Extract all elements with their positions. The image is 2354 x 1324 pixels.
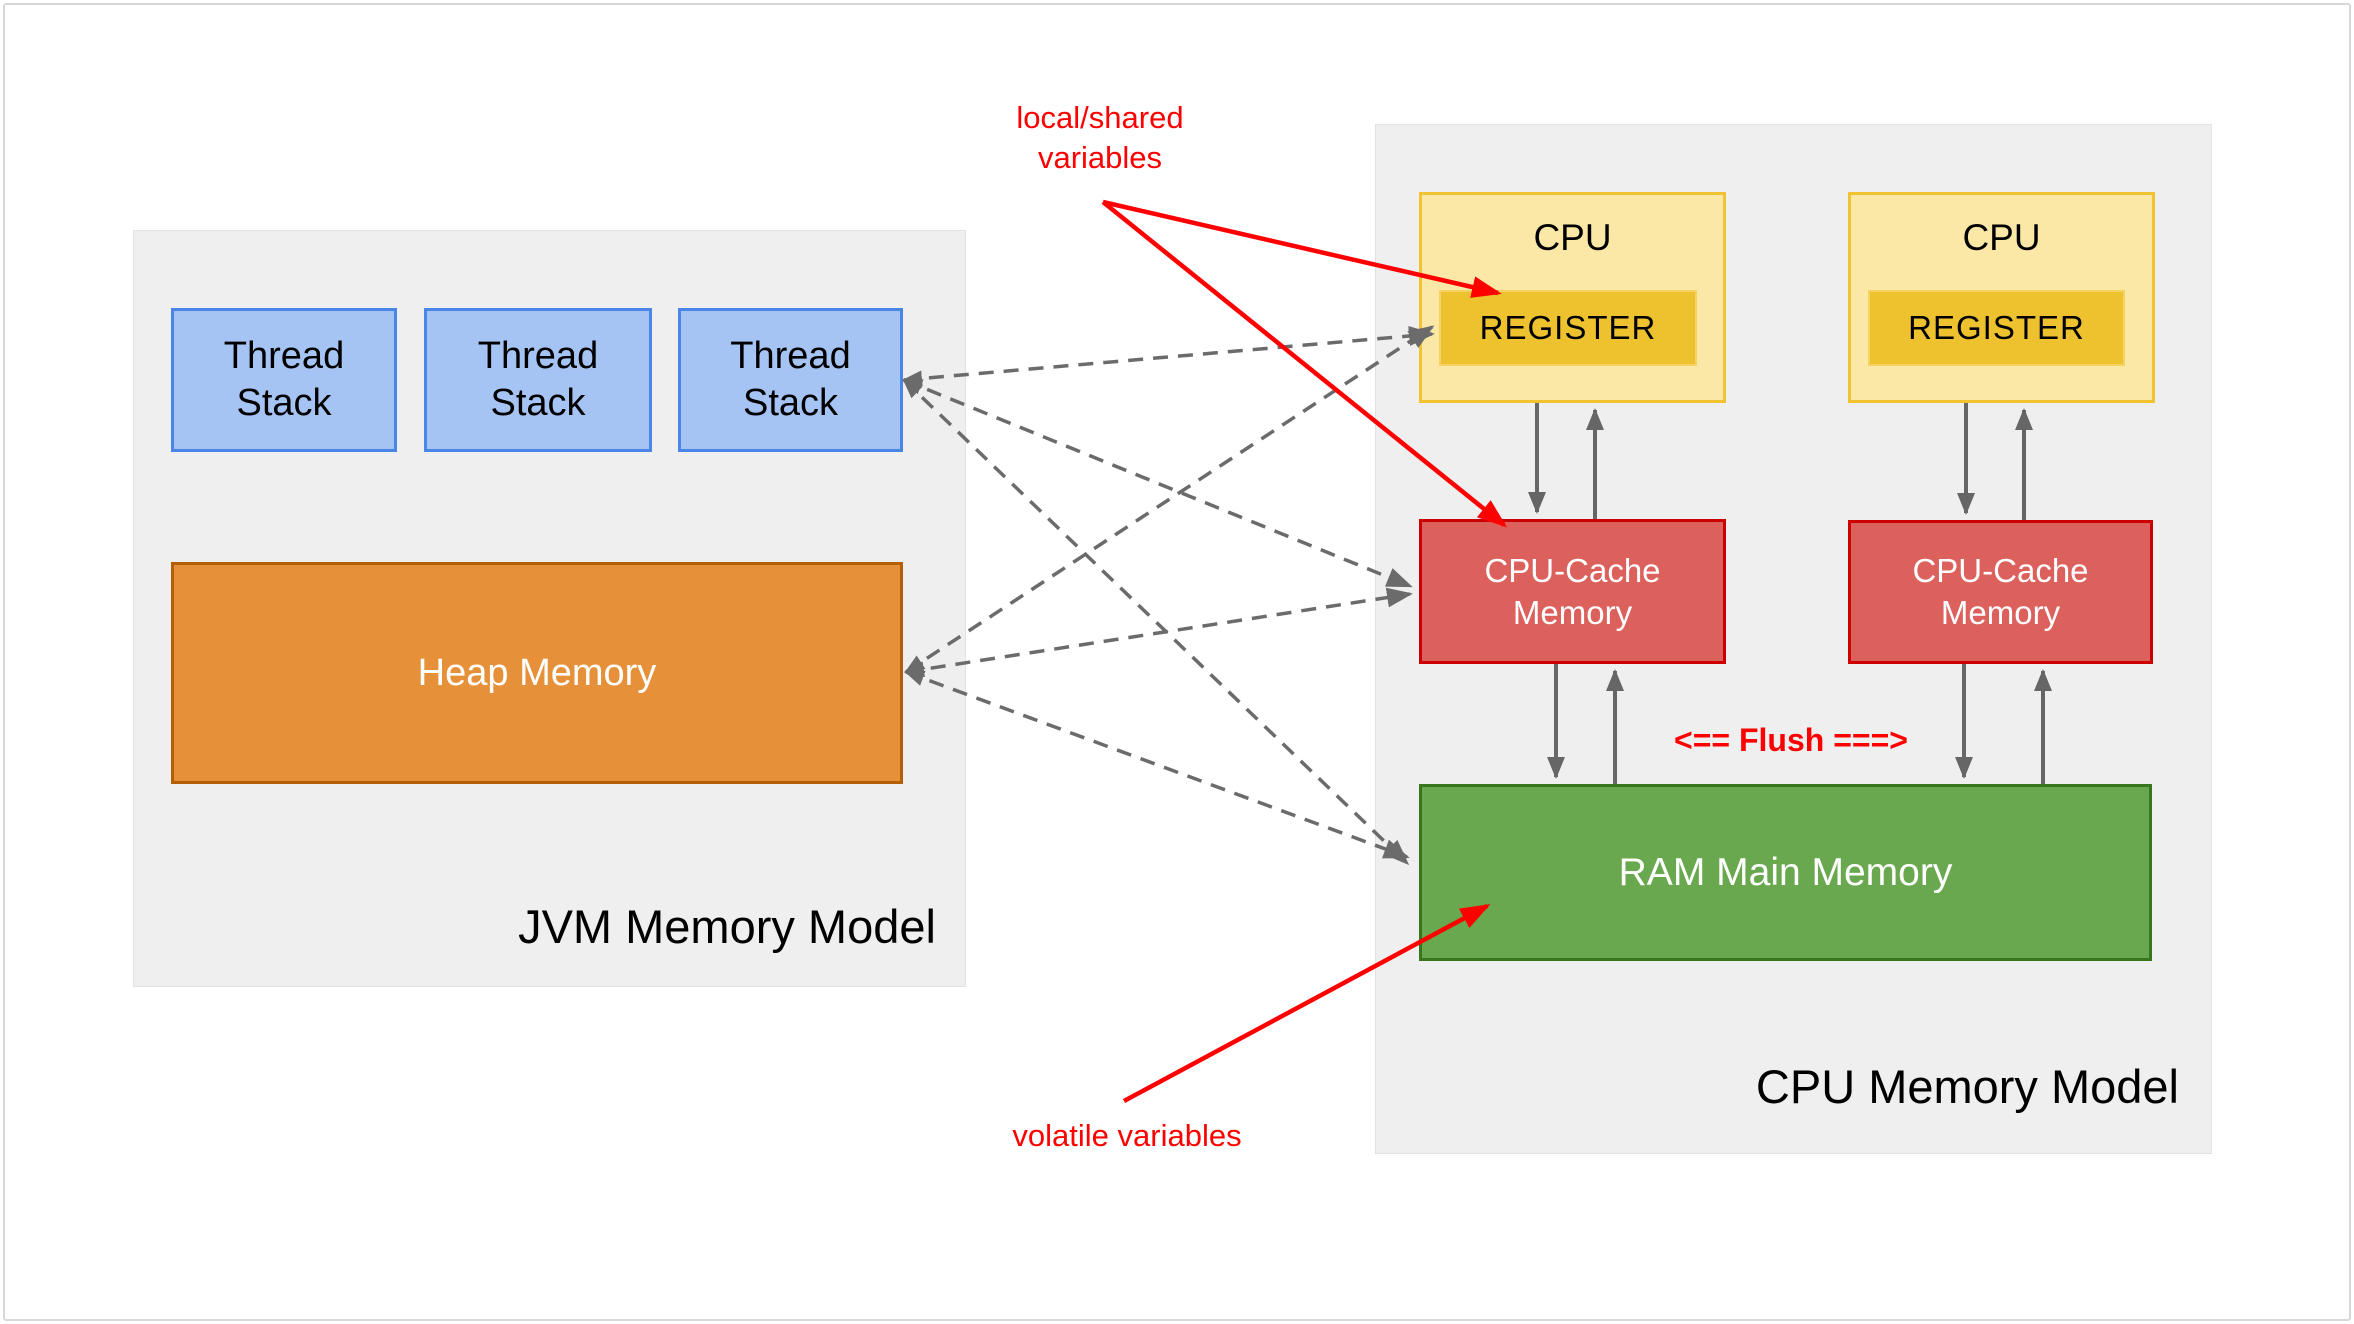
register-box-1: REGISTER xyxy=(1439,290,1697,366)
thread-stack-box-2: Thread Stack xyxy=(424,308,652,452)
cpu-cache-box-1: CPU-Cache Memory xyxy=(1419,519,1726,664)
register-box-2: REGISTER xyxy=(1868,290,2125,366)
cpu-panel-title: CPU Memory Model xyxy=(1755,1060,2179,1113)
thread-stack-box-3: Thread Stack xyxy=(678,308,903,452)
heap-memory-box: Heap Memory xyxy=(171,562,903,784)
local-shared-variables-note: local/shared variables xyxy=(1016,100,1184,175)
thread-stack-box-1: Thread Stack xyxy=(171,308,397,452)
flush-label: <== Flush ===> xyxy=(1674,722,1908,758)
jvm-panel-title: JVM Memory Model xyxy=(518,900,936,953)
cpu-cache-box-2: CPU-Cache Memory xyxy=(1848,520,2153,664)
volatile-variables-note: volatile variables xyxy=(1012,1118,1242,1153)
ram-main-memory-box: RAM Main Memory xyxy=(1419,784,2152,961)
canvas-border xyxy=(3,3,2351,1321)
